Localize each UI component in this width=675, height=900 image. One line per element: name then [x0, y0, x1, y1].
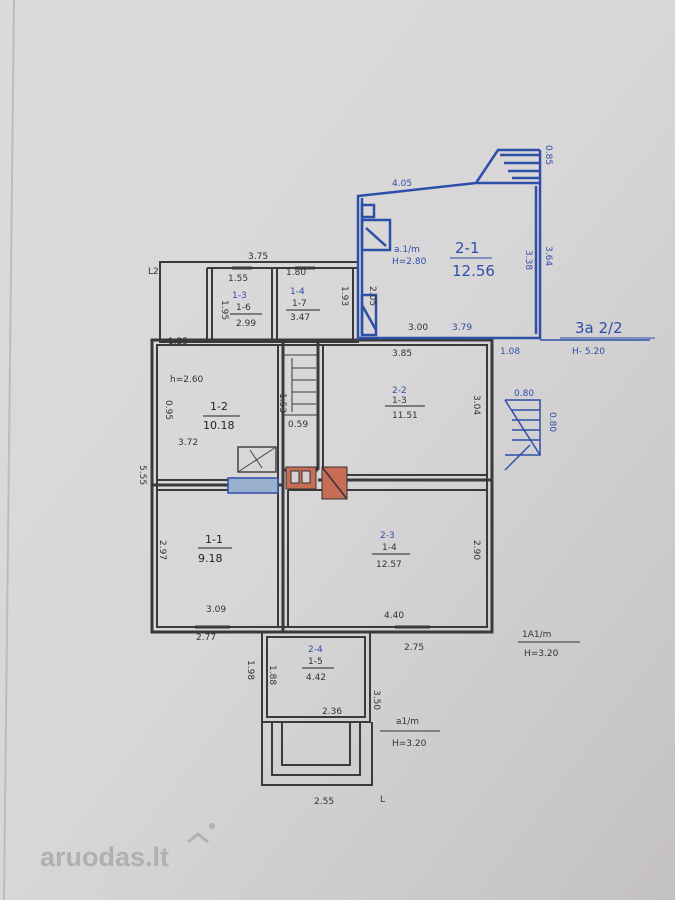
room-2-2-id: 2-2: [392, 386, 407, 396]
dim-364: 3.64: [543, 246, 553, 266]
room-2-3-area: 12.57: [376, 560, 402, 570]
level-notes: 1A1/m H=3.20 a1/m H=3.20 3a 2/2 H- 5.20: [380, 319, 655, 749]
annex-walls: [356, 148, 650, 341]
room-2-1-area: 12.56: [452, 262, 495, 280]
porch-level-height: H=3.20: [392, 739, 427, 749]
dim-304: 3.04: [471, 395, 481, 415]
watermark-dot-icon: [209, 823, 215, 829]
dim-290: 2.90: [471, 540, 481, 560]
dim-080a: 0.80: [514, 389, 534, 399]
dim-193: 1.93: [339, 286, 349, 306]
dim-095: 0.95: [163, 400, 173, 420]
dim-405: 4.05: [392, 179, 412, 189]
room-2-4-id: 2-4: [308, 645, 323, 655]
room-1-3-old: 1-6: [236, 303, 251, 313]
dim-080b: 0.80: [547, 412, 557, 432]
paper-edge: [3, 0, 15, 900]
inner-stair: [281, 354, 318, 416]
dim-085: 0.85: [543, 145, 553, 165]
watermark-house-icon: [187, 832, 209, 844]
room-1-3-area: 2.99: [236, 319, 256, 329]
watermark-text: aruodas.lt: [40, 842, 169, 872]
dim-385: 3.85: [392, 349, 412, 359]
dim-108: 1.08: [500, 347, 520, 357]
dim-153: 1.53: [277, 393, 287, 413]
dim-195: 1.95: [219, 300, 229, 320]
room-1-2-area: 10.18: [203, 419, 235, 432]
dim-255: 2.55: [314, 797, 334, 807]
dim-338: 3.38: [523, 250, 533, 270]
dim-180: 1.80: [286, 268, 306, 278]
dim-125: 1.25: [168, 337, 188, 347]
mark-l2: L2: [148, 267, 159, 277]
floor-level-label: 1A1/m: [522, 630, 551, 640]
floor-level-height: H=3.20: [524, 649, 559, 659]
porch-level-label: a1/m: [396, 717, 419, 727]
mark-l: L: [380, 795, 385, 805]
dim-309: 3.09: [206, 605, 226, 615]
room-2-2-area: 11.51: [392, 411, 418, 421]
dim-297: 2.97: [157, 540, 167, 560]
dim-236: 2.36: [322, 707, 342, 717]
dim-188: 1.88: [267, 665, 277, 685]
annex-level-height: H- 5.20: [572, 347, 605, 357]
dim-372: 3.72: [178, 438, 198, 448]
dim-379: 3.79: [452, 323, 472, 333]
room-2-3-old: 1-4: [382, 543, 397, 553]
room-2-4-area: 4.42: [306, 673, 326, 683]
window-marks: [150, 266, 494, 629]
room-1-1-id: 1-1: [205, 533, 223, 546]
dim-155: 1.55: [228, 274, 248, 284]
dimension-labels: 3.75 1.55 1.80 1.95 1.93 2.05 1.25 L2 4.…: [137, 145, 557, 807]
room-1-2-id: 1-2: [210, 400, 228, 413]
annex-level-label: 3a 2/2: [575, 319, 623, 337]
dim-198: 1.98: [245, 660, 255, 680]
dim-350: 3.50: [371, 690, 381, 710]
dim-300: 3.00: [408, 323, 428, 333]
room-1-2-height: h=2.60: [170, 375, 204, 385]
dim-277: 2.77: [196, 633, 216, 643]
dim-440: 4.40: [384, 611, 404, 621]
room-2-4-old: 1-5: [308, 657, 323, 667]
room-2-3-id: 2-3: [380, 531, 395, 541]
room-1-4-area: 3.47: [290, 313, 310, 323]
dim-059: 0.59: [288, 420, 308, 430]
stove-area: [227, 446, 348, 500]
room-labels: 1-1 9.18 1-2 10.18 h=2.60 1-3 1-6 2.99 1…: [170, 239, 495, 683]
dim-205: 2.05: [367, 286, 377, 306]
room-1-4-old: 1-7: [292, 299, 307, 309]
room-1-3-id: 1-3: [232, 291, 247, 301]
room-2-2-old: 1-3: [392, 396, 407, 406]
room-1-4-id: 1-4: [290, 287, 305, 297]
annex-room-height: H=2.80: [392, 257, 427, 267]
dim-275: 2.75: [404, 643, 424, 653]
room-1-1-area: 9.18: [198, 552, 223, 565]
side-stair: [504, 399, 541, 471]
porch-walls: [261, 631, 373, 786]
room-2-1-id: 2-1: [455, 239, 480, 257]
annex-level: a.1/m: [394, 245, 420, 255]
dim-555: 5.55: [137, 465, 147, 485]
watermark: aruodas.lt: [40, 823, 215, 872]
dim-top-375: 3.75: [248, 252, 268, 262]
